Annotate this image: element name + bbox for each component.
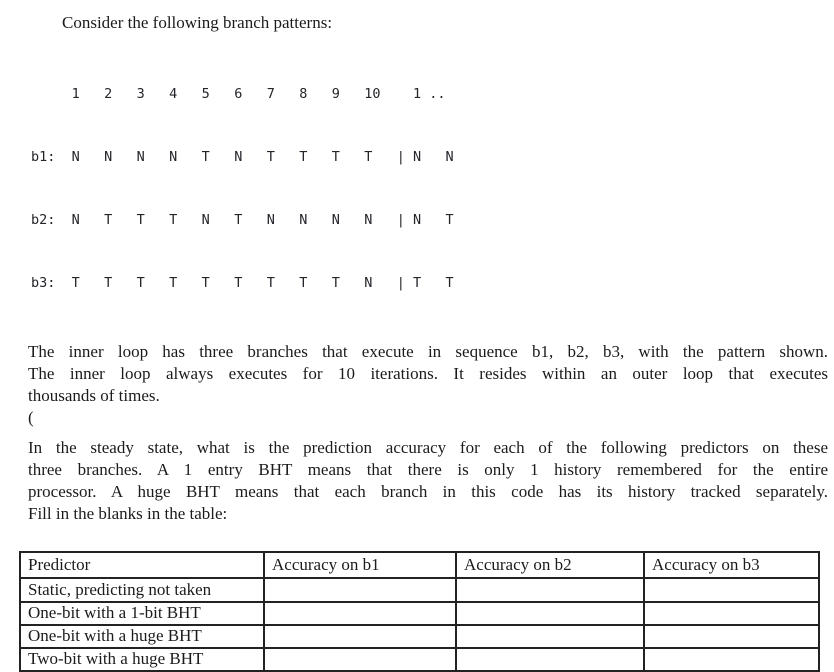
pattern-line-b1: b1: N N N N T N T T T T | N N xyxy=(31,149,454,165)
text-line: The inner loop has three branches that e… xyxy=(28,342,828,361)
column-header-accuracy-b2: Accuracy on b2 xyxy=(455,551,645,579)
text-line: In the steady state, what is the predict… xyxy=(28,438,828,457)
answer-cell-onebithuge-b1 xyxy=(263,624,457,649)
predictor-label-onebit-huge: One-bit with a huge BHT xyxy=(19,624,265,649)
answer-cell-onebithuge-b3 xyxy=(643,624,820,649)
column-header-accuracy-b3: Accuracy on b3 xyxy=(643,551,820,579)
fill-in-blanks-line: Fill in the blanks in the table: xyxy=(28,504,228,523)
answer-cell-onebit1bit-b2 xyxy=(455,601,645,626)
paragraph-question: In the steady state, what is the predict… xyxy=(28,437,828,525)
predictor-label-static: Static, predicting not taken xyxy=(19,577,265,603)
answer-cell-static-b2 xyxy=(455,577,645,603)
answer-cell-onebit1bit-b1 xyxy=(263,601,457,626)
branch-pattern-block: 1 2 3 4 5 6 7 8 9 10 1 .. b1: N N N N T … xyxy=(31,42,834,315)
table-row: One-bit with a 1-bit BHT xyxy=(19,601,820,626)
intro-line: Consider the following branch patterns: xyxy=(62,13,333,32)
open-paren-line: ( xyxy=(28,408,34,427)
pattern-iteration-header: 1 2 3 4 5 6 7 8 9 10 1 .. xyxy=(31,86,446,102)
answer-table: Predictor Accuracy on b1 Accuracy on b2 … xyxy=(19,551,820,672)
document-page: { "title": "Consider the following branc… xyxy=(0,12,834,672)
text-line: The inner loop always executes for 10 it… xyxy=(28,364,828,383)
answer-cell-onebithuge-b2 xyxy=(455,624,645,649)
predictor-label-twobit-huge: Two-bit with a huge BHT xyxy=(19,647,265,672)
pattern-line-b2: b2: N T T T N T N N N N | N T xyxy=(31,212,454,228)
answer-cell-twobithuge-b3 xyxy=(643,647,820,672)
pattern-line-b3: b3: T T T T T T T T T N | T T xyxy=(31,275,454,291)
table-header-row: Predictor Accuracy on b1 Accuracy on b2 … xyxy=(19,551,820,579)
text-line: three branches. A 1 entry BHT means that… xyxy=(28,460,828,479)
text-line: thousands of times. xyxy=(28,386,160,405)
column-header-accuracy-b1: Accuracy on b1 xyxy=(263,551,457,579)
text-line: processor. A huge BHT means that each br… xyxy=(28,482,828,501)
paragraph-inner-loop: The inner loop has three branches that e… xyxy=(28,341,828,429)
table-row: Two-bit with a huge BHT xyxy=(19,647,820,672)
table-row: One-bit with a huge BHT xyxy=(19,624,820,649)
answer-cell-twobithuge-b2 xyxy=(455,647,645,672)
answer-cell-onebit1bit-b3 xyxy=(643,601,820,626)
answer-cell-static-b3 xyxy=(643,577,820,603)
predictor-label-onebit-1bit: One-bit with a 1-bit BHT xyxy=(19,601,265,626)
answer-cell-static-b1 xyxy=(263,577,457,603)
column-header-predictor: Predictor xyxy=(19,551,265,579)
table-row: Static, predicting not taken xyxy=(19,577,820,603)
answer-cell-twobithuge-b1 xyxy=(263,647,457,672)
